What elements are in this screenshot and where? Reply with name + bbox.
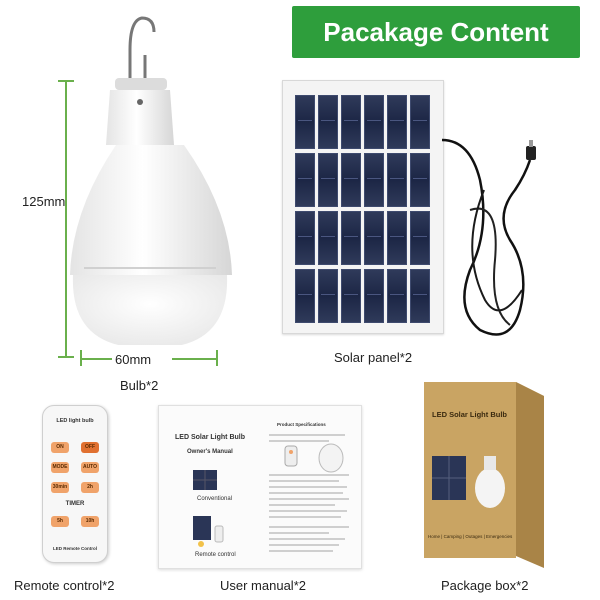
solar-cell: [318, 95, 338, 149]
height-label: 125mm: [22, 193, 66, 210]
manual-label-remote: Remote control: [195, 552, 236, 558]
remote-timer-label: TIMER: [65, 501, 85, 507]
remote-button-on: ON: [51, 442, 69, 453]
solar-cell: [410, 211, 430, 265]
height-tick-top: [58, 80, 74, 82]
width-dimension-line-right: [172, 358, 216, 360]
solar-cable-image: [441, 138, 536, 336]
solar-panel-caption: Solar panel*2: [334, 350, 413, 365]
solar-cell: [295, 269, 315, 323]
manual-remote-diagram: [193, 516, 224, 547]
solar-cell: [295, 153, 315, 207]
manual-bulb-diagram: [284, 443, 344, 473]
box-caption: Package box*2: [441, 578, 529, 593]
package-content-banner: Pacakage Content: [292, 6, 580, 58]
solar-cell: [318, 269, 338, 323]
solar-cell: [295, 211, 315, 265]
box-tagline: Home | Camping | Outages | Emergencies: [428, 534, 513, 539]
solar-cell: [387, 95, 407, 149]
solar-cell: [318, 153, 338, 207]
solar-panel-image: [282, 80, 444, 334]
manual-title: LED Solar Light Bulb: [175, 434, 245, 441]
remote-button-10h: 10h: [81, 516, 99, 527]
manual-panel-diagram: [193, 470, 217, 490]
remote-button-mode: MODE: [51, 462, 69, 473]
solar-cell: [364, 153, 384, 207]
solar-cell: [410, 269, 430, 323]
solar-cell: [387, 211, 407, 265]
solar-cell: [364, 95, 384, 149]
solar-cell: [387, 153, 407, 207]
manual-label-conventional: Conventional: [197, 496, 233, 502]
remote-footer: LED Remote Control: [52, 546, 97, 551]
solar-cell: [364, 269, 384, 323]
remote-button-5h: 5h: [51, 516, 69, 527]
user-manual-image: LED Solar Light Bulb Owner's Manual Conv…: [158, 405, 362, 569]
manual-subtitle: Owner's Manual: [187, 449, 233, 455]
solar-cell: [410, 95, 430, 149]
solar-cell: [341, 269, 361, 323]
remote-button-2h: 2h: [81, 482, 99, 493]
remote-title: LED light bulb: [56, 418, 94, 424]
bulb-image: [70, 16, 232, 345]
remote-control-image: LED light bulb ON OFF MODE AUTO 30min 2h…: [42, 405, 108, 563]
width-tick-right: [216, 350, 218, 366]
width-dimension-line-left: [82, 358, 112, 360]
solar-cell: [341, 153, 361, 207]
solar-cell: [318, 211, 338, 265]
manual-spec-heading: Product Specifications: [277, 422, 326, 427]
width-tick-left: [80, 350, 82, 366]
remote-caption: Remote control*2: [14, 578, 115, 593]
package-box-image: [424, 382, 544, 568]
width-label: 60mm: [115, 352, 152, 367]
box-title: LED Solar Light Bulb: [432, 410, 507, 419]
solar-cell: [341, 95, 361, 149]
solar-cell: [364, 211, 384, 265]
height-dimension-line: [65, 80, 67, 358]
manual-caption: User manual*2: [220, 578, 306, 593]
bulb-caption: Bulb*2: [120, 378, 159, 393]
height-tick-bottom: [58, 356, 74, 358]
solar-cell: [341, 211, 361, 265]
solar-cell: [295, 95, 315, 149]
manual-spec-lines: [269, 434, 351, 560]
remote-button-30min: 30min: [51, 482, 69, 493]
remote-button-off: OFF: [81, 442, 99, 453]
solar-cell: [410, 153, 430, 207]
remote-button-auto: AUTO: [81, 462, 99, 473]
solar-cell: [387, 269, 407, 323]
